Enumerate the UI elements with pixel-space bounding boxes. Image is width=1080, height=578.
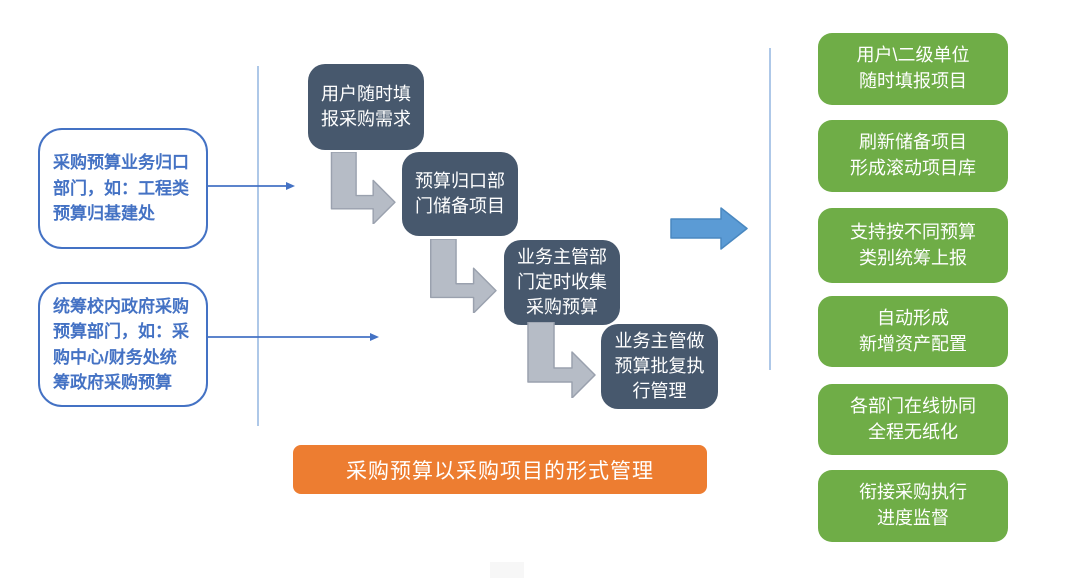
flow-step-box-2: 预算归口部 门储备项目 [402, 152, 518, 236]
flow-step-box-3: 业务主管部 门定时收集 采购预算 [504, 240, 620, 325]
right-arrow-icon [670, 207, 748, 250]
elbow-down-right-arrow-icon [330, 152, 396, 224]
benefit-box-1: 用户\二级单位 随时填报项目 [818, 33, 1008, 105]
benefit-label: 自动形成 新增资产配置 [859, 307, 967, 354]
caption-label: 采购预算以采购项目的形式管理 [346, 459, 654, 483]
line-arrow-right-icon [207, 333, 379, 341]
flow-step-box-4: 业务主管做 预算批复执 行管理 [601, 324, 718, 409]
benefit-label: 衔接采购执行 进度监督 [859, 482, 967, 528]
source-box-business-dept: 采购预算业务归口 部门，如：工程类 预算归基建处 [38, 128, 208, 249]
flow-step-box-1: 用户随时填 报采购需求 [308, 64, 424, 150]
benefit-label: 用户\二级单位 随时填报项目 [856, 45, 970, 91]
source-box-label: 采购预算业务归口 部门，如：工程类 预算归基建处 [53, 153, 189, 224]
benefit-box-5: 各部门在线协同 全程无纸化 [818, 384, 1008, 455]
guide-line-right [769, 48, 771, 370]
caption-banner: 采购预算以采购项目的形式管理 [293, 445, 707, 494]
flow-step-label: 业务主管做 预算批复执 行管理 [614, 331, 705, 401]
benefit-label: 支持按不同预算 类别统筹上报 [850, 221, 976, 268]
flow-step-label: 预算归口部 门储备项目 [415, 171, 505, 216]
flow-step-label: 用户随时填 报采购需求 [321, 84, 411, 129]
line-arrow-right-icon [207, 182, 295, 190]
elbow-down-right-arrow-icon [430, 239, 497, 313]
benefit-label: 各部门在线协同 全程无纸化 [850, 395, 976, 442]
benefit-box-4: 自动形成 新增资产配置 [818, 296, 1008, 367]
benefit-box-2: 刷新储备项目 形成滚动项目库 [818, 120, 1008, 192]
benefit-box-3: 支持按不同预算 类别统筹上报 [818, 208, 1008, 283]
source-box-coordination-dept: 统筹校内政府采购 预算部门，如：采 购中心/财务处统 筹政府采购预算 [38, 282, 208, 407]
source-box-label: 统筹校内政府采购 预算部门，如：采 购中心/财务处统 筹政府采购预算 [53, 296, 189, 393]
benefit-box-6: 衔接采购执行 进度监督 [818, 470, 1008, 542]
flow-step-label: 业务主管部 门定时收集 采购预算 [517, 247, 607, 317]
watermark-artifact [490, 562, 524, 578]
benefit-label: 刷新储备项目 形成滚动项目库 [850, 132, 976, 178]
guide-line-left [257, 66, 259, 426]
elbow-down-right-arrow-icon [527, 322, 596, 398]
